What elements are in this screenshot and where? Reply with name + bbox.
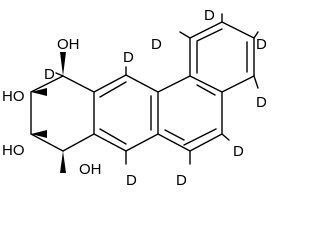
bond	[55, 72, 64, 77]
bond	[99, 128, 127, 145]
bond	[157, 133, 191, 152]
atom-label-d-upper-ring-left: D	[151, 36, 162, 53]
bond	[125, 133, 159, 152]
bond	[99, 81, 127, 98]
atom-label-d-right: D	[256, 94, 267, 111]
wedge-bond	[60, 52, 66, 76]
atom-label-oh-bottom: OH	[79, 161, 102, 178]
bond	[189, 133, 223, 152]
atom-label-d-ring-chain: D	[44, 66, 55, 83]
bond	[125, 74, 159, 93]
chemical-structure: OH HO HO OH D D D D D D D D D	[2, 7, 267, 189]
bond	[196, 28, 223, 42]
atom-label-ho-left: HO	[2, 88, 25, 105]
atom-labels: OH HO HO OH D D D D D D D D D	[2, 7, 267, 189]
bond	[93, 74, 127, 93]
bond	[62, 133, 95, 152]
atom-label-d-lower-right: D	[233, 143, 244, 160]
bond	[253, 75, 259, 89]
atom-label-d-bottom-center: D	[126, 172, 137, 189]
atom-label-d-top-center: D	[123, 49, 134, 66]
bond	[221, 133, 230, 141]
bond	[253, 31, 259, 39]
wedge-bond	[60, 151, 66, 173]
bond	[189, 21, 223, 39]
bond	[30, 75, 64, 93]
atom-label-d-upper-ring-top: D	[204, 7, 215, 24]
bond	[179, 31, 191, 39]
bond	[196, 84, 216, 96]
wedge-bond	[31, 88, 47, 96]
wedge-bond	[31, 130, 47, 138]
atom-label-ho-lower: HO	[2, 142, 25, 159]
bond	[221, 75, 255, 93]
bond	[164, 129, 185, 141]
atom-label-oh-top: OH	[57, 36, 80, 53]
atom-label-d-bottom-right: D	[176, 172, 187, 189]
bond	[157, 75, 191, 93]
atom-label-d-upper-ring-right: D	[256, 36, 267, 53]
bond	[93, 133, 127, 152]
bond-lines	[30, 13, 259, 173]
bond	[221, 21, 255, 39]
bond	[189, 75, 223, 93]
bond	[62, 75, 95, 93]
bond	[30, 133, 64, 152]
bond	[183, 128, 217, 146]
